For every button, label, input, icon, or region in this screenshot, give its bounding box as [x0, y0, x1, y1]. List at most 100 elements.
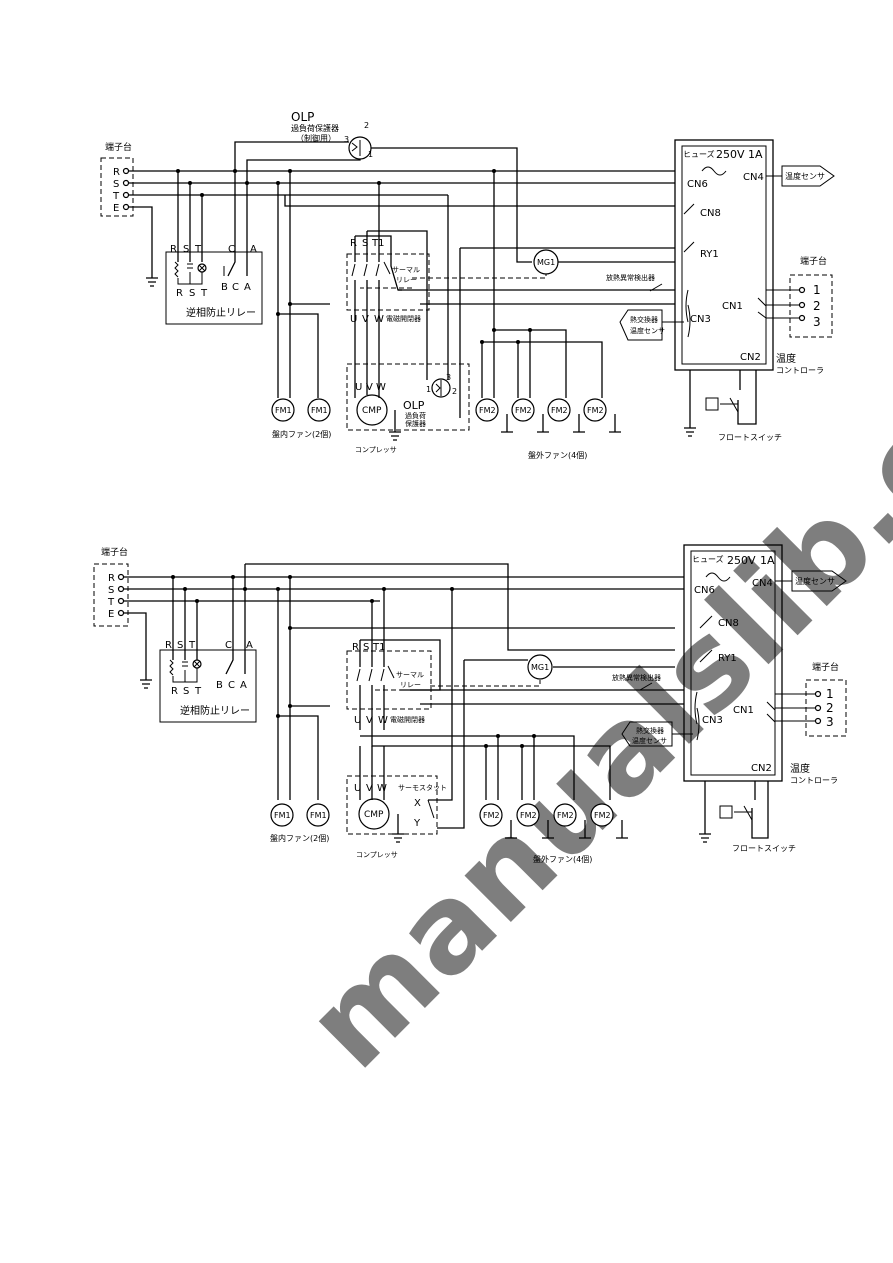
relay2-s-label: S [177, 640, 183, 651]
relay-b-label: B [221, 282, 228, 293]
cn3-label-2: CN3 [702, 715, 723, 726]
fuse-amp-label-2: 1A [760, 554, 775, 567]
cn4-label-2: CN4 [752, 578, 773, 589]
ms2-u-label: U [354, 715, 361, 726]
compressor-label: コンプレッサ [355, 446, 397, 454]
fm2-2-label-3: FM2 [557, 811, 574, 820]
thermostat-label: サーモスタット [398, 783, 447, 792]
relay2-a2-label: A [240, 680, 247, 691]
relay-r-label: R [170, 244, 177, 255]
terminal-t-label: T [112, 191, 120, 202]
olp2-pin2-label: 2 [452, 387, 457, 396]
ms2-r-label: R [352, 642, 359, 653]
fuse-label: ヒューズ [683, 149, 715, 159]
olp-control: OLP 過負荷保護器 （制御用） 3 2 1 [291, 110, 373, 160]
cmp2-v-label: V [366, 783, 373, 794]
wiring-diagram-top: 端子台 R S T E R S T C A R S T B [100, 110, 835, 460]
terminal2-s-label: S [108, 585, 114, 596]
inner-fan-label-2: 盤内ファン(2個) [270, 833, 329, 843]
mg1-label-2: MG1 [531, 663, 549, 672]
fm2-label-1: FM2 [479, 406, 496, 415]
ry1-label-2: RY1 [718, 653, 737, 664]
fm2-2-label-1: FM2 [483, 811, 500, 820]
reverse-phase-relay-2: R S T C A R S T B C A 逆相防止リレー [159, 577, 257, 723]
relay-s2-label: S [189, 288, 195, 299]
fm1-fans-2: FM1 FM1 [270, 803, 330, 827]
temp-controller-2-label-2: コントローラ [790, 776, 838, 785]
ms-u-label: U [350, 314, 357, 325]
mg1: MG1 [533, 249, 559, 275]
relay2-t-label: T [188, 640, 196, 651]
compressor-2: U V W CMP サーモスタット X Y [346, 775, 447, 835]
terminal2-r-label: R [108, 573, 115, 584]
term-1-label: 1 [813, 283, 821, 297]
cn6-label: CN6 [687, 179, 708, 190]
temp-controller-2-label-1: 温度 [790, 762, 810, 775]
heat-detector-label: 放熱異常検出器 [606, 273, 655, 282]
relay-s-label: S [183, 244, 189, 255]
term2-1-label: 1 [826, 687, 834, 701]
cmp-label: CMP [362, 406, 382, 416]
magnetic-switch: R S T1 U V W 電磁開閉器 サーマル リレー [346, 238, 430, 330]
cmp-u-label: U [355, 382, 362, 393]
terminal-block-left: 端子台 R S T E [100, 141, 134, 217]
terminal-block-right: 端子台 1 2 3 [757, 255, 833, 338]
hx-sensor-2-label-2: 温度センサ [632, 736, 667, 745]
float-switch-label: フロートスイッチ [718, 433, 782, 442]
cn4-label: CN4 [743, 172, 764, 183]
cn8-label: CN8 [700, 208, 721, 219]
magnetic-switch-label: 電磁開閉器 [386, 314, 421, 323]
outer-fan-label: 盤外ファン(4個) [528, 450, 587, 460]
relay-a-label: A [250, 244, 257, 255]
olp-desc-label: 過負荷保護器 [291, 123, 339, 133]
fm1-label-2: FM1 [311, 406, 328, 415]
terminal-e-label: E [113, 203, 119, 214]
fm2-fans: FM2 FM2 FM2 FM2 [475, 398, 607, 422]
hx-sensor-label-2: 温度センサ [630, 326, 665, 335]
fm2-2-label-4: FM2 [594, 811, 611, 820]
fuse-label-2: ヒューズ [692, 554, 724, 564]
thermostat-x-label: X [414, 798, 421, 809]
magnetic-switch-2: R S T1 U V W 電磁開閉器 サーマル リレー [346, 642, 432, 730]
olp-comp-desc-2: 保護器 [405, 419, 426, 428]
hx-sensor-2-label-1: 熱交換器 [636, 726, 664, 735]
cn1-label-2: CN1 [733, 705, 754, 716]
cmp2-u-label: U [354, 783, 361, 794]
hx-sensor-label-1: 熱交換器 [630, 315, 658, 324]
terminal-s-label: S [113, 179, 119, 190]
terminal-block-right-label: 端子台 [800, 255, 827, 267]
cn6-label-2: CN6 [694, 585, 715, 596]
relay2-s2-label: S [183, 686, 189, 697]
fm1-fan-2: FM1 [307, 398, 331, 422]
cmp2-w-label: W [377, 783, 387, 794]
fm1-2-label-1: FM1 [274, 811, 291, 820]
ms2-w-label: W [378, 715, 388, 726]
reverse-phase-relay-label: 逆相防止リレー [186, 306, 256, 319]
fm2-label-3: FM2 [551, 406, 568, 415]
fm2-2-label-2: FM2 [520, 811, 537, 820]
cmp-v-label: V [366, 382, 373, 393]
olp2-pin3-label: 3 [446, 373, 451, 382]
term-2-label: 2 [813, 299, 821, 313]
temp-sensor-label-2: 温度センサ [795, 576, 835, 586]
terminal-block-label-2: 端子台 [101, 546, 128, 558]
ry1-label: RY1 [700, 249, 719, 260]
terminal2-e-label: E [108, 609, 114, 620]
terminal2-t-label: T [107, 597, 115, 608]
thermal-relay-2-label-2: リレー [400, 681, 421, 689]
temp-controller-label-1: 温度 [776, 352, 796, 365]
olp-comp-label: OLP [403, 399, 425, 412]
magnetic-switch-label-2: 電磁開閉器 [390, 715, 425, 724]
temp-sensor-cn4-2: 温度センサ [775, 570, 847, 592]
cn8-label-2: CN8 [718, 618, 739, 629]
ms-v-label: V [362, 314, 369, 325]
relay-a2-label: A [244, 282, 251, 293]
olp-comp-desc-1: 過負荷 [405, 411, 426, 420]
relay2-b-label: B [216, 680, 223, 691]
temp-controller-label-2: コントローラ [776, 366, 824, 375]
heat-detector-label-2: 放熱異常検出器 [612, 673, 661, 682]
float-switch-label-2: フロートスイッチ [732, 844, 796, 853]
thermal-relay-2-label-1: サーマル [396, 671, 424, 679]
terminal-block-label: 端子台 [105, 141, 132, 153]
relay2-r2-label: R [171, 686, 178, 697]
